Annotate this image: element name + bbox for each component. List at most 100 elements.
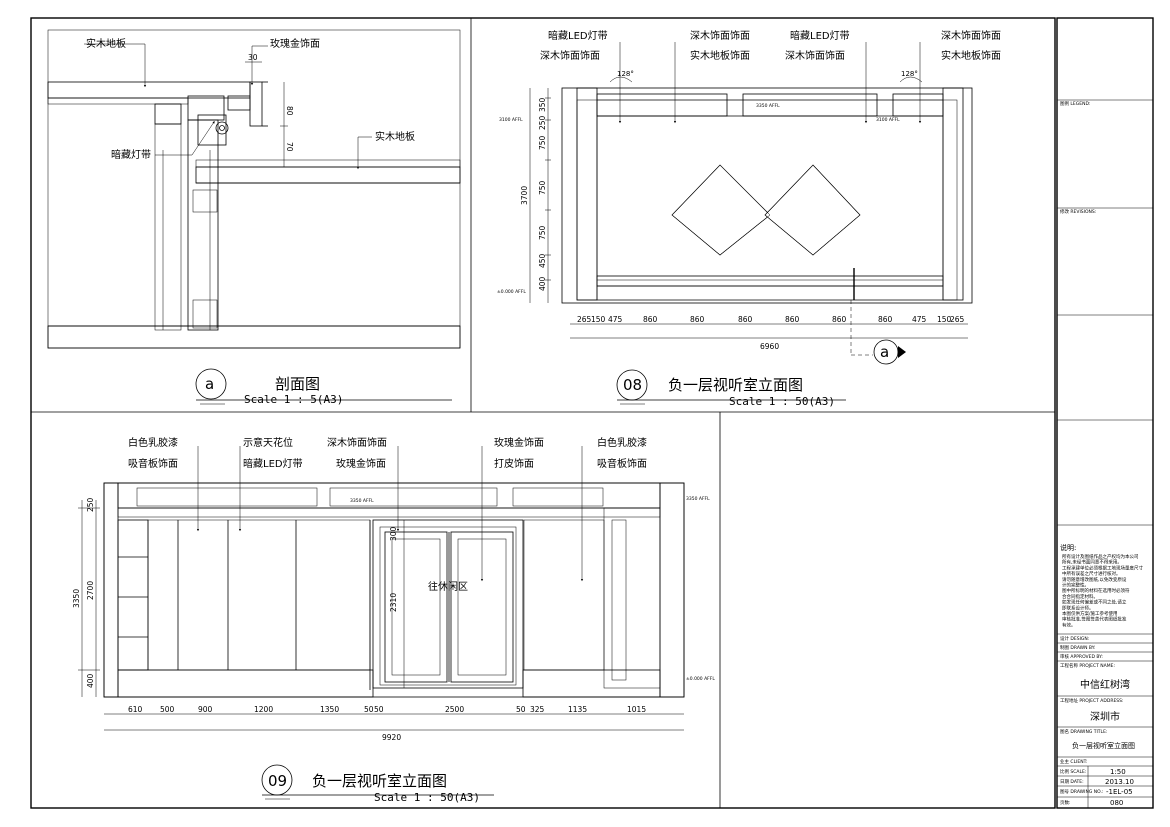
tb-page-label: 页数:: [1060, 799, 1071, 806]
e08-vdim: 250: [538, 115, 547, 130]
e08-level-4: ±0.000 AFFL: [497, 289, 526, 295]
e09-hdim: 50: [374, 705, 384, 714]
e09-hdim: 1015: [627, 705, 646, 714]
sa-dim-80: 80: [285, 106, 294, 116]
e08-vdim-total: 3700: [520, 186, 529, 205]
e08-level-2: 3350 AFFL: [756, 103, 780, 109]
e08-hdim: 150: [591, 315, 606, 324]
e08-angle-2: 128°: [901, 70, 918, 78]
tb-note-line: 中所有误差之尺寸进行核对。: [1062, 570, 1121, 577]
e09-vdim: 400: [86, 673, 95, 688]
e08-hdim: 860: [878, 315, 893, 324]
elev09-title-block: [261, 764, 494, 800]
e08-label-l1: 暗藏LED灯带: [548, 29, 608, 42]
tb-drawn: 制图 DRAWN BY:: [1060, 644, 1095, 651]
e08-vdim: 450: [538, 253, 547, 268]
tb-note-line: 计的完整性。: [1062, 582, 1089, 589]
tb-scale-label: 比例 SCALE:: [1060, 768, 1086, 775]
section-a-title: 剖面图: [275, 375, 320, 393]
elev08-drawing: [529, 42, 973, 365]
e09-level-1: 3350 AFFL: [350, 498, 374, 504]
tb-note-line: 请勿随意增改图纸,以免改变原设: [1062, 576, 1127, 583]
e08-level-3: 3100 AFFL: [876, 117, 900, 123]
tb-design: 设计 DESIGN:: [1060, 635, 1089, 642]
e09-hdim: 2500: [445, 705, 464, 714]
tb-page-value: 080: [1110, 799, 1123, 807]
tb-client-label: 业主 CLIENT:: [1060, 758, 1087, 765]
e08-label-r2: 深木饰面饰面: [785, 49, 845, 62]
sa-label-4: 暗藏灯带: [111, 148, 151, 161]
e08-vdim: 750: [538, 225, 547, 240]
section-a-scale: Scale 1 : 5(A3): [244, 393, 343, 406]
e09-label-1a: 白色乳胶漆: [128, 436, 178, 449]
tb-notes-title: 说明:: [1060, 543, 1076, 552]
e08-hdim: 475: [912, 315, 927, 324]
tb-date-value: 2013.10: [1105, 778, 1134, 786]
tb-note-line: 审核批准,签图签盖代表图纸批准: [1062, 616, 1127, 623]
e08-hdim: 860: [832, 315, 847, 324]
e09-vdim: 2700: [86, 581, 95, 600]
e08-label-r4: 实木地板饰面: [941, 49, 1001, 62]
e09-hdim: 50: [516, 705, 526, 714]
e08-label-r1: 暗藏LED灯带: [790, 29, 850, 42]
e08-hdim: 860: [643, 315, 658, 324]
e09-level-3: ±0.000 AFFL: [686, 676, 715, 682]
e09-hdim: 1200: [254, 705, 273, 714]
e09-label-2b: 暗藏LED灯带: [243, 457, 303, 470]
e08-level-1: 3100 AFFL: [499, 117, 523, 123]
title-block-lines: [1057, 99, 1153, 808]
e08-label-l2: 深木饰面饰面: [540, 49, 600, 62]
e08-hdim: 860: [690, 315, 705, 324]
e08-hdim: 860: [738, 315, 753, 324]
e09-hdim: 1350: [320, 705, 339, 714]
tb-note-line: 工程承建单位必须根据工地现场量度尺寸: [1062, 564, 1143, 571]
tb-legend: 图例 LEGEND:: [1060, 100, 1090, 107]
elev09-title: 负一层视听室立面图: [312, 772, 447, 790]
tb-revision: 修改 REVISIONS:: [1060, 208, 1096, 215]
elev09-tag: 09: [268, 772, 287, 790]
tb-address: 深圳市: [1090, 710, 1120, 723]
e09-hdim: 325: [530, 705, 545, 714]
tb-no-label: 图号 DRAWING NO.:: [1060, 789, 1103, 795]
tb-note-line: 如发现任何偏差或不同之处,请立: [1062, 599, 1127, 606]
tb-address-label: 工程地址 PROJECT ADDRESS:: [1060, 697, 1124, 704]
tb-note-line: 所有,未经书面同意不得采用。: [1062, 559, 1122, 566]
e08-label-r3: 深木饰面饰面: [941, 29, 1001, 42]
elev09-drawing: [78, 446, 685, 731]
e08-angle-1: 128°: [617, 70, 634, 78]
tb-note-line: 即联系设计师。: [1062, 604, 1094, 611]
e08-vdim: 400: [538, 276, 547, 291]
section-a-drawing: [47, 29, 461, 349]
sa-dim-70: 70: [285, 142, 294, 152]
e08-total: 6960: [760, 342, 779, 351]
tb-note-line: 所有设计及图纸作品之产权均为本公司: [1062, 553, 1139, 560]
e09-hdim: 900: [198, 705, 213, 714]
tb-notes: 所有设计及图纸作品之产权均为本公司所有,未经书面同意不得采用。工程承建单位必须根…: [1062, 553, 1143, 628]
e08-hdim: 860: [785, 315, 800, 324]
e09-hdim: 610: [128, 705, 143, 714]
tb-note-line: 本图仅供方案/施工参考使用: [1062, 610, 1118, 617]
tb-project-name: 中信红树湾: [1080, 678, 1130, 691]
e08-callout: a: [880, 343, 889, 361]
e09-label-3a: 深木饰面饰面: [327, 436, 387, 449]
sa-label-1: 实木地板: [86, 37, 126, 50]
tb-note-line: 图中所标明的材料在选用时必须符: [1062, 587, 1130, 594]
e09-label-4a: 玫瑰金饰面: [494, 436, 544, 449]
elev09-scale: Scale 1 : 50(A3): [374, 791, 480, 804]
e09-label-5a: 白色乳胶漆: [597, 436, 647, 449]
e08-hdim: 265: [577, 315, 592, 324]
tb-note-line: 合合同指定材料。: [1062, 593, 1098, 600]
tb-note-line: 有效。: [1062, 621, 1076, 628]
sheet-frame: [30, 17, 1154, 809]
e09-vdim: 3350: [72, 589, 81, 608]
sa-label-3: 实木地板: [375, 130, 415, 143]
tb-scale-value: 1:50: [1110, 768, 1126, 776]
e08-vdim: 750: [538, 180, 547, 195]
sa-label-2: 玫瑰金饰面: [270, 37, 320, 50]
tb-drawing-title: 负一层视听室立面图: [1072, 741, 1135, 750]
e08-label-m2: 实木地板饰面: [690, 49, 750, 62]
